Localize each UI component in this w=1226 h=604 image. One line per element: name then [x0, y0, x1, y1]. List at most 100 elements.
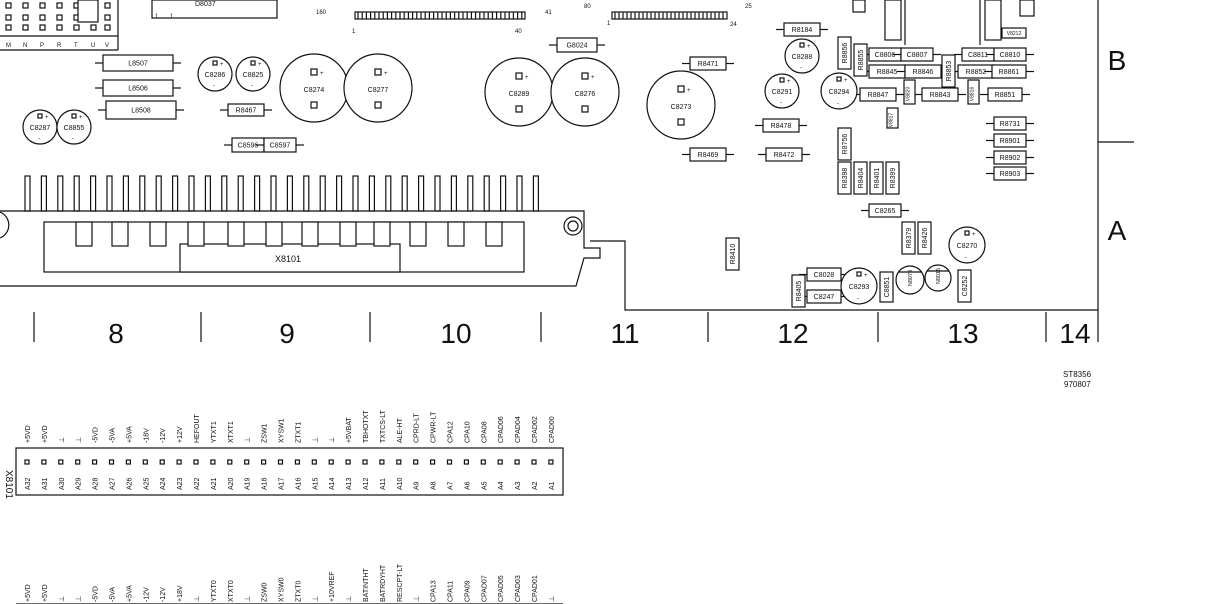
grid-pad	[39, 24, 46, 31]
pinout-top-signal: ZSW1	[262, 423, 269, 443]
pinout-pad	[176, 459, 182, 465]
pinout-bottom-signal: ⊥	[59, 596, 66, 602]
part-c8597: C8597	[256, 137, 304, 153]
grid-pad	[5, 2, 12, 9]
cap-label: C8273	[671, 104, 692, 111]
pinout-top-signal: XTXT1	[228, 421, 235, 443]
grid-pad	[22, 2, 29, 9]
part-label: R8472	[774, 152, 795, 159]
part-r8855: R8855	[853, 43, 868, 77]
part-r8901: R8901	[986, 133, 1034, 148]
part-c8851: C8851	[879, 271, 894, 303]
pinout-pad	[159, 459, 165, 465]
grid-pad	[5, 14, 12, 21]
cap-label: C8270	[957, 243, 978, 250]
pinout-pin-number: A16	[295, 477, 302, 490]
part-r8401: R8401	[869, 161, 884, 195]
connector-tab	[339, 221, 357, 247]
pin-letter: T	[74, 43, 78, 49]
pinout-bottom-signal: CPA11	[448, 581, 455, 602]
pinout-bottom-signal: ⊥	[76, 596, 83, 602]
pinout-bottom-signal: BATRDYHT	[380, 564, 387, 602]
cap-c8288: +C8288-	[784, 38, 820, 74]
pinout-pin-number: A26	[126, 477, 133, 490]
connector-tab	[111, 221, 129, 247]
part-label: R8855	[858, 50, 865, 71]
pinout-pad	[345, 459, 351, 465]
svg-text:-: -	[965, 255, 967, 261]
grid-pad	[39, 2, 46, 9]
pinout-top-signal: XYSW1	[279, 418, 286, 443]
pinout-top-signal: -18V	[143, 428, 150, 443]
svg-text:-: -	[72, 136, 74, 142]
part-label: V8212	[1007, 31, 1022, 37]
edge-finger	[122, 175, 130, 212]
connector-tab	[301, 221, 319, 247]
pinout-top-signal: CPA08	[481, 421, 488, 443]
grid-pad	[56, 14, 63, 21]
edge-finger	[385, 175, 392, 212]
pinout-bottom-signal: CPAD03	[515, 575, 522, 602]
pinout-top-signal: CPAD06	[498, 416, 505, 443]
top-box-right	[1019, 0, 1035, 17]
svg-text:+: +	[320, 71, 324, 77]
svg-text:+: +	[79, 115, 83, 121]
part-label: R8404	[858, 168, 865, 189]
cap-label: C8277	[368, 87, 389, 94]
svg-text:-: -	[213, 83, 215, 89]
cap-c8276: +C8276	[550, 57, 620, 127]
pinout-bottom-signal: CPA09	[464, 580, 471, 602]
pinout-bottom-signal: -5VA	[110, 587, 117, 602]
part-label: V8817	[889, 113, 895, 128]
pinout-bottom-signal: ZSW0	[262, 582, 269, 602]
part-r8847: R8847	[852, 87, 904, 102]
part-label: R8398	[842, 168, 849, 189]
edge-finger	[204, 175, 211, 212]
part-r8856: R8856	[837, 36, 852, 70]
pinout-pin-number: A11	[380, 478, 387, 490]
row-label-a: A	[1108, 215, 1127, 246]
pinout-top-signal: +5VA	[126, 426, 133, 443]
ic-d8037	[151, 0, 278, 19]
edge-finger	[467, 175, 474, 212]
svg-text:+: +	[220, 62, 224, 68]
pinout-pin-number: A10	[397, 477, 404, 490]
edge-finger	[73, 175, 80, 212]
pinout-top-signal: CPA12	[448, 421, 455, 443]
ic-strip-2	[611, 11, 728, 20]
pinout-pin-number: A28	[93, 477, 100, 490]
edge-finger	[500, 175, 507, 212]
part-v8212: V8212	[1001, 27, 1027, 39]
pinout-pin-number: A3	[515, 481, 522, 490]
pinout-pin-number: A30	[59, 477, 66, 490]
part-r8903: R8903	[986, 166, 1034, 181]
edge-finger	[434, 175, 441, 212]
edge-finger	[57, 175, 64, 212]
cap-c8289: +C8289	[484, 57, 554, 127]
pinout-top-signal: ZTXT1	[295, 422, 302, 443]
part-label: R8902	[1000, 155, 1021, 162]
connector-tab	[409, 221, 427, 247]
ic-strip-1	[354, 11, 526, 20]
grid-pad	[22, 14, 29, 21]
pinout-pin-number: A2	[532, 481, 539, 490]
pinout-pad	[531, 459, 537, 465]
connector-label: X8101	[275, 254, 301, 264]
grid-pad	[22, 24, 29, 31]
grid-pad	[39, 14, 46, 21]
svg-text:+: +	[844, 78, 848, 84]
connector-tab	[187, 221, 205, 247]
part-label: C8265	[875, 208, 896, 215]
pinout-bottom-signal: XTXT0	[228, 580, 235, 602]
part-label: C8252	[962, 276, 969, 297]
pinout-bottom-signal: +18V	[177, 585, 184, 602]
part-label: R8478	[771, 123, 792, 130]
grid-pad	[73, 24, 80, 31]
pinout-pad	[446, 459, 453, 465]
pinout-pad	[75, 459, 81, 465]
connector-tab	[149, 221, 167, 247]
svg-text:+: +	[384, 71, 388, 77]
pin-letter: U	[91, 43, 95, 49]
edge-finger	[303, 175, 310, 212]
pinout-pin-number: A21	[211, 477, 218, 490]
